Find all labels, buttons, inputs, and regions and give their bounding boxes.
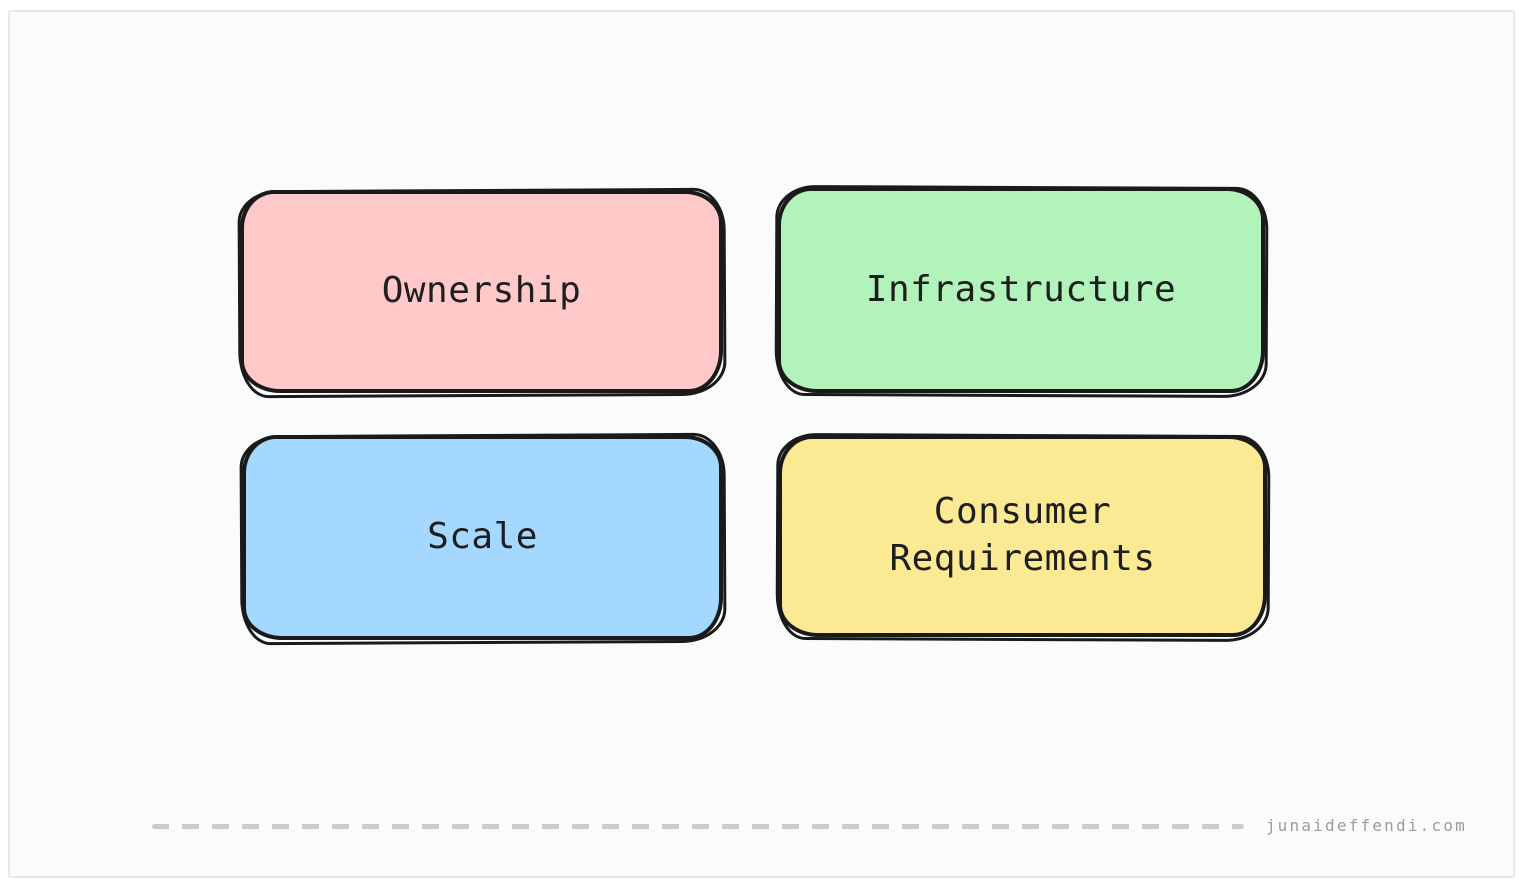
box-ownership-label: Ownership xyxy=(381,270,582,312)
whiteboard-frame xyxy=(8,10,1515,878)
box-infrastructure-label: Infrastructure xyxy=(865,268,1177,310)
box-consumer-requirements: Consumer Requirements xyxy=(778,435,1267,637)
watermark-text: junaideffendi.com xyxy=(1265,816,1467,835)
box-scale: Scale xyxy=(242,435,723,640)
box-scale-label: Scale xyxy=(427,516,538,558)
box-consumer-requirements-label: Consumer Requirements xyxy=(889,491,1156,579)
dashed-divider xyxy=(152,824,1244,829)
box-ownership: Ownership xyxy=(240,190,723,393)
box-infrastructure: Infrastructure xyxy=(777,187,1265,393)
